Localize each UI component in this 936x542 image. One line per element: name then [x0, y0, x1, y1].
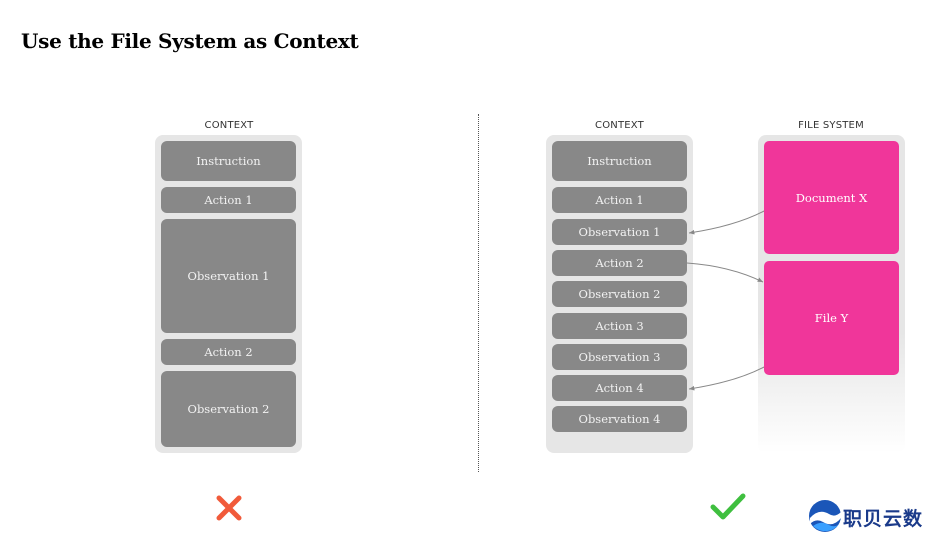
- right-block-observation-2: Observation 2: [552, 281, 687, 307]
- right-block-action-2: Action 2: [552, 250, 687, 276]
- left-block-action-1: Action 1: [161, 187, 296, 213]
- right-block-action-1: Action 1: [552, 187, 687, 213]
- left-block-action-2: Action 2: [161, 339, 296, 365]
- logo-icon: [809, 500, 841, 532]
- file-system-label: FILE SYSTEM: [798, 120, 864, 131]
- check-icon: [710, 493, 746, 520]
- arrow-document-x-to-observation-1: [688, 210, 765, 235]
- left-context-label: CONTEXT: [204, 120, 254, 131]
- right-block-action-3: Action 3: [552, 313, 687, 339]
- left-block-observation-2: Observation 2: [161, 371, 296, 447]
- logo-text: 职贝云数: [843, 508, 924, 530]
- page-title: Use the File System as Context: [21, 29, 359, 53]
- file-document-x: Document X: [764, 141, 899, 254]
- cross-icon: [216, 495, 242, 521]
- right-block-observation-3: Observation 3: [552, 344, 687, 370]
- right-block-action-4: Action 4: [552, 375, 687, 401]
- left-block-instruction: Instruction: [161, 141, 296, 181]
- right-context-label: CONTEXT: [595, 120, 644, 131]
- arrow-action-2-to-file-y: [686, 262, 764, 283]
- left-block-observation-1: Observation 1: [161, 219, 296, 333]
- right-block-instruction: Instruction: [552, 141, 687, 181]
- right-block-observation-1: Observation 1: [552, 219, 687, 245]
- arrow-file-y-to-action-4: [688, 366, 765, 391]
- file-file-y: File Y: [764, 261, 899, 375]
- divider-line: [478, 114, 479, 472]
- right-block-observation-4: Observation 4: [552, 406, 687, 432]
